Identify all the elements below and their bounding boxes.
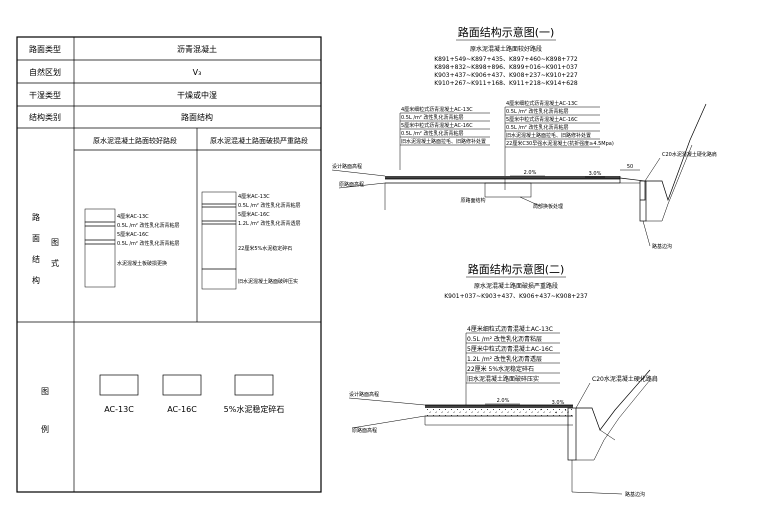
col-b-title: 原水泥混凝土路面破损严重路段 <box>210 136 308 145</box>
legend-swatch-cement <box>234 374 274 396</box>
struct-label-char-2: 面 <box>32 234 40 243</box>
col-b-layer-1: 4厘米AC-13C <box>238 193 270 200</box>
row-label-moisture-type: 干湿类型 <box>29 90 61 100</box>
d1-slope: 2.0% <box>524 170 537 176</box>
d1-right-layer-4: 0.5L /m² 改性乳化沥青粘层 <box>506 124 568 131</box>
diagram-1-section: 2.0% 3.0% 50 设计路面高程 原路面高程 原路面结构 局部换板处理 C… <box>331 103 717 250</box>
col-a-layer-5: 水泥混凝土板破损更换 <box>117 260 167 267</box>
d1-curb: C20水泥混凝土硬化路肩 <box>662 151 717 158</box>
col-a-title: 原水泥混凝土路面较好路段 <box>93 136 177 145</box>
col-a-layer-4: 0.5L /m² 改性乳化沥青粘层 <box>117 240 179 247</box>
col-a-layer-1: 4厘米AC-13C <box>117 213 149 220</box>
col-b-sample: 4厘米AC-13C 0.5L /m² 改性乳化沥青粘层 5厘米AC-16C 1.… <box>201 191 300 290</box>
diagram-1-callout-right: 4厘米细粒式沥青混凝土AC-13C 0.5L /m² 改性乳化沥青粘层 5厘米中… <box>504 100 614 190</box>
legend-label-char-2: 例 <box>41 424 49 434</box>
col-b-layer-3: 5厘米AC-16C <box>238 211 270 218</box>
col-b-layer-5: 22厘米5%水泥稳定碎石 <box>238 245 292 252</box>
diagram-2: 路面结构示意图(二) 原水泥混凝土路面破损严重路段 K901+037~K903+… <box>348 262 658 498</box>
d1-slope-2: 3.0% <box>589 171 602 177</box>
d2-slope: 2.0% <box>497 398 510 404</box>
d2-slope-2: 3.0% <box>552 400 565 406</box>
d1-old-elevation: 原路面高程 <box>339 181 364 188</box>
diagram-2-stations: K901+037~K903+437、K906+437~K908+237 <box>444 293 588 300</box>
struct-label-char-6: 式 <box>51 258 59 268</box>
diagram-1-subtitle: 原水泥混凝土路面较好路段 <box>470 45 542 53</box>
legend-text-ac16c: AC-16C <box>167 405 197 414</box>
col-a-layer-2: 0.5L /m² 改性乳化沥青粘层 <box>117 222 179 229</box>
struct-label-char-5: 图 <box>51 238 59 247</box>
struct-label-char-1: 路 <box>32 212 40 222</box>
col-a-layer-3: 5厘米AC-16C <box>117 231 149 238</box>
diagram-1-station-3: K903+437~K906+437、K908+237~K910+227 <box>434 72 578 79</box>
legend-swatch-ac13c <box>99 374 139 396</box>
d1-right-layer-3: 5厘米中粒式沥青混凝土AC-16C <box>506 116 578 123</box>
d1-right-layer-6: 22厘米C30早强水泥混凝土(抗折强度≥4.5Mpa) <box>506 140 614 147</box>
d1-design-elevation: 设计路面高程 <box>332 163 362 170</box>
diagram-2-title: 路面结构示意图(二) <box>468 262 565 276</box>
diagram-2-callout: 4厘米细粒式沥青混凝土AC-13C 0.5L /m² 改性乳化沥青粘层 5厘米中… <box>465 325 560 408</box>
d1-right-layer-5: 旧水泥混凝土路面拉毛、旧路修补处置 <box>506 132 591 139</box>
row-value-moisture-type: 干燥或中湿 <box>177 90 217 100</box>
d1-right-layer-2: 0.5L /m² 改性乳化沥青粘层 <box>506 108 568 115</box>
d2-curb: C20水泥混凝土硬化路肩 <box>592 375 658 383</box>
diagram-1-station-4: K910+267~K911+168、K911+218~K914+628 <box>434 80 578 87</box>
legend-text-cement: 5%水泥稳定碎石 <box>224 404 285 414</box>
d2-layer-2: 0.5L /m² 改性乳化沥青粘层 <box>467 335 542 343</box>
d1-edge: 路基边沟 <box>652 243 672 250</box>
d1-left-layer-1: 4厘米细粒式沥青混凝土AC-13C <box>401 106 473 113</box>
row-label-pavement-type: 路面类型 <box>29 44 61 54</box>
diagram-1-station-1: K891+549~K897+435、K897+460~K898+772 <box>434 56 578 63</box>
struct-label-char-4: 构 <box>32 275 40 285</box>
diagram-1-callout-left: 4厘米细粒式沥青混凝土AC-13C 0.5L /m² 改性乳化沥青粘层 5厘米中… <box>399 106 490 170</box>
row-value-natural-zone: V₃ <box>193 68 202 77</box>
col-b-layer-2: 0.5L /m² 改性乳化沥青粘层 <box>238 202 300 209</box>
legend-text-ac13c: AC-13C <box>104 405 134 414</box>
col-a-sample: 4厘米AC-13C 0.5L /m² 改性乳化沥青粘层 5厘米AC-16C 0.… <box>84 208 179 288</box>
diagram-1-title: 路面结构示意图(一) <box>458 25 555 39</box>
row-value-pavement-type: 沥青混凝土 <box>177 44 217 54</box>
d2-layer-4: 1.2L /m² 改性乳化沥青透层 <box>467 355 542 363</box>
row-value-structure-class: 路面结构 <box>181 112 213 122</box>
d1-left-layer-5: 旧水泥混凝土路面拉毛、旧路修补处置 <box>401 138 486 145</box>
d1-left-layer-4: 0.5L /m² 改性乳化沥青粘层 <box>401 130 463 137</box>
d2-layer-6: 旧水泥混凝土路面破碎压实 <box>467 375 539 383</box>
d1-left-layer-3: 5厘米中粒式沥青混凝土AC-16C <box>401 122 473 129</box>
d1-local-replacement: 局部换板处理 <box>533 203 563 210</box>
d1-left-layer-2: 0.5L /m² 改性乳化沥青粘层 <box>401 114 463 121</box>
d2-layer-3: 5厘米中粒式沥青混凝土AC-16C <box>467 345 553 353</box>
d1-old-structure: 原路面结构 <box>460 197 485 204</box>
d1-right-layer-1: 4厘米细粒式沥青混凝土AC-13C <box>506 100 578 107</box>
d2-layer-1: 4厘米细粒式沥青混凝土AC-13C <box>467 325 553 333</box>
legend-swatch-ac16c <box>162 374 202 396</box>
d2-layer-5: 22厘米 5%水泥稳定碎石 <box>467 365 534 373</box>
legend-label-char-1: 图 <box>41 387 49 396</box>
d1-dim: 50 <box>627 164 633 170</box>
d2-edge: 路基边沟 <box>625 491 645 498</box>
row-label-natural-zone: 自然区划 <box>29 67 61 77</box>
diagram-1-station-2: K898+832~K898+896、K899+016~K901+037 <box>434 64 578 71</box>
d2-design-elevation: 设计路面高程 <box>349 391 379 398</box>
col-b-layer-6: 旧水泥混凝土路面破碎压实 <box>238 278 298 285</box>
structure-table: 路面类型 沥青混凝土 自然区划 V₃ 干湿类型 干燥或中湿 结构类别 路面结构 … <box>16 36 322 493</box>
col-b-layer-4: 1.2L /m² 改性乳化沥青透层 <box>238 220 300 227</box>
diagram-2-section: 2.0% 3.0% 设计路面高程 原路面高程 C20水泥混凝土硬化路肩 路基边沟 <box>348 369 658 498</box>
d2-old-elevation: 原路面高程 <box>352 427 377 434</box>
row-label-structure-class: 结构类别 <box>29 112 61 122</box>
struct-label-char-3: 结 <box>32 254 40 264</box>
diagram-2-subtitle: 原水泥混凝土路面破损严重路段 <box>474 282 558 290</box>
diagram-1: 路面结构示意图(一) 原水泥混凝土路面较好路段 K891+549~K897+43… <box>331 25 717 250</box>
